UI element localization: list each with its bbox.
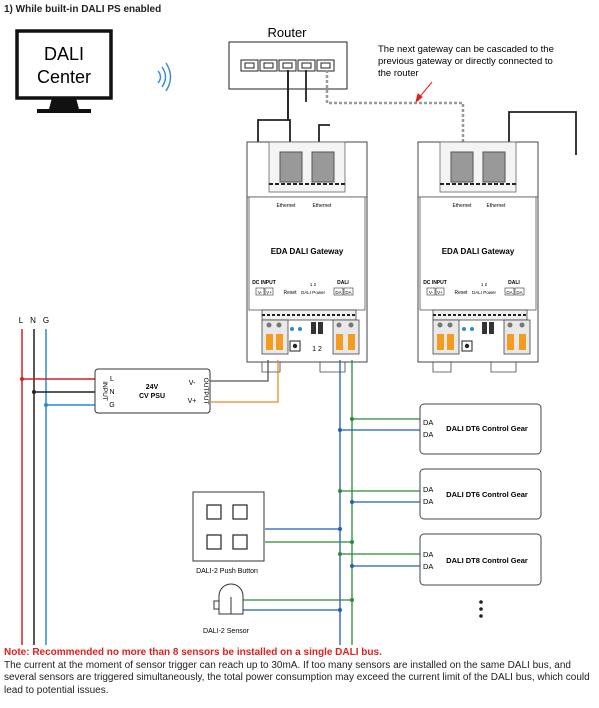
gw2-ethernet-2: Ethernet (487, 203, 507, 209)
gw1-dali: DALI (337, 280, 349, 286)
gw2-dc-input: DC INPUT (423, 280, 447, 286)
gw2-dali: DALI (508, 280, 520, 286)
gw2-dali-power: DALI Power (472, 290, 497, 295)
psu-output: OUTPUT (202, 378, 209, 405)
psu-v-minus: V- (189, 380, 196, 387)
cv-psu: INPUT L N G 24V CV PSU V- V+ OUTPUT (94, 368, 211, 414)
sensor-label: DALI-2 Sensor (203, 628, 250, 635)
gw1-title: EDA DALI Gateway (271, 247, 344, 256)
gw1-ethernet-1: Ethernet (277, 203, 297, 209)
gw1-reset: Reset (283, 290, 297, 296)
gear2-da2: DA (423, 497, 433, 506)
gw2-da-2: DA (516, 290, 522, 295)
gear3-label: DALI DT8 Control Gear (446, 556, 528, 565)
gw1-dali-power: DALI Power (301, 290, 326, 295)
psu-g: G (109, 402, 114, 409)
router-port-icon (240, 59, 335, 72)
gear1-da1: DA (423, 418, 433, 427)
psu-line2: CV PSU (139, 393, 165, 400)
gw1-ethernet-2: Ethernet (313, 203, 333, 209)
dali-bus-junctions (338, 417, 354, 612)
mains-g: G (43, 316, 49, 325)
gear3-da1: DA (423, 550, 433, 559)
dali-center-monitor: DALI Center (15, 29, 113, 113)
push-button-label: DALI-2 Push Button (196, 568, 258, 575)
note-warning: Note: Recommended no more than 8 sensors… (4, 647, 382, 658)
gateway-1: Ethernet Ethernet EDA DALI Gateway DC IN… (246, 141, 368, 373)
page-heading: 1) While built-in DALI PS enabled (4, 4, 162, 15)
wiring-diagram: DALI Center Router The next gateway can … (15, 25, 577, 645)
gear2-da1: DA (423, 485, 433, 494)
wireless-icon (157, 62, 172, 92)
gw1-dc-input: DC INPUT (252, 280, 276, 286)
gear2-label: DALI DT6 Control Gear (446, 490, 528, 499)
sensor-device: DALI-2 Sensor (203, 583, 250, 635)
dali-center-line2: Center (37, 67, 91, 87)
cascade-note: The next gateway can be cascaded to the … (378, 44, 554, 79)
note-arrow-icon (415, 81, 433, 104)
psu-n: N (109, 389, 114, 396)
psu-v-plus: V+ (188, 398, 197, 405)
psu-output-wires (210, 360, 279, 403)
push-button-device: DALI-2 Push Button (192, 491, 265, 575)
gw2-reset: Reset (454, 290, 468, 296)
more-ellipsis-icon (479, 600, 483, 618)
gw1-switch-nums: 1 2 (312, 346, 322, 353)
psu-input: INPUT (101, 381, 108, 401)
psu-line1: 24V (146, 384, 159, 391)
sensor-note: Note: Recommended no more than 8 sensors… (4, 647, 594, 697)
dali-center-line1: DALI (44, 44, 84, 64)
cascade-note-line2: previous gateway or directly connected t… (378, 56, 553, 67)
note-body: The current at the moment of sensor trig… (4, 659, 590, 696)
gear1-da2: DA (423, 430, 433, 439)
control-gear-1: DA DA DALI DT6 Control Gear (419, 403, 542, 455)
gw1-dali-power-nums: 1 2 (310, 282, 317, 287)
control-gear-3: DA DA DALI DT8 Control Gear (419, 533, 542, 586)
gw2-title: EDA DALI Gateway (442, 247, 515, 256)
gw1-v-minus: V- (258, 290, 263, 295)
gear3-da2: DA (423, 562, 433, 571)
mains-lines: L N G (19, 316, 95, 645)
cascade-cable (325, 70, 465, 142)
gateway-2: Ethernet Ethernet EDA DALI Gateway DC IN… (417, 141, 539, 373)
router-label: Router (267, 25, 307, 40)
cascade-note-line1: The next gateway can be cascaded to the (378, 44, 554, 55)
gw1-v-plus: V+ (266, 290, 272, 295)
router-cable-1 (287, 70, 291, 142)
gw2-dali-power-nums: 1 2 (481, 282, 488, 287)
gw2-ethernet-1: Ethernet (453, 203, 473, 209)
gear1-label: DALI DT6 Control Gear (446, 424, 528, 433)
mains-l: L (19, 316, 24, 325)
control-gear-2: DA DA DALI DT6 Control Gear (419, 468, 542, 520)
psu-l: L (110, 376, 114, 383)
mains-n: N (30, 316, 36, 325)
gw1-da-1: DA (335, 290, 341, 295)
cascade-note-line3: the router (378, 68, 419, 79)
gw2-v-minus: V- (429, 290, 434, 295)
gw1-da-2: DA (345, 290, 351, 295)
gw2-da-1: DA (506, 290, 512, 295)
gw2-v-plus: V+ (437, 290, 443, 295)
dali-bus (240, 360, 420, 645)
